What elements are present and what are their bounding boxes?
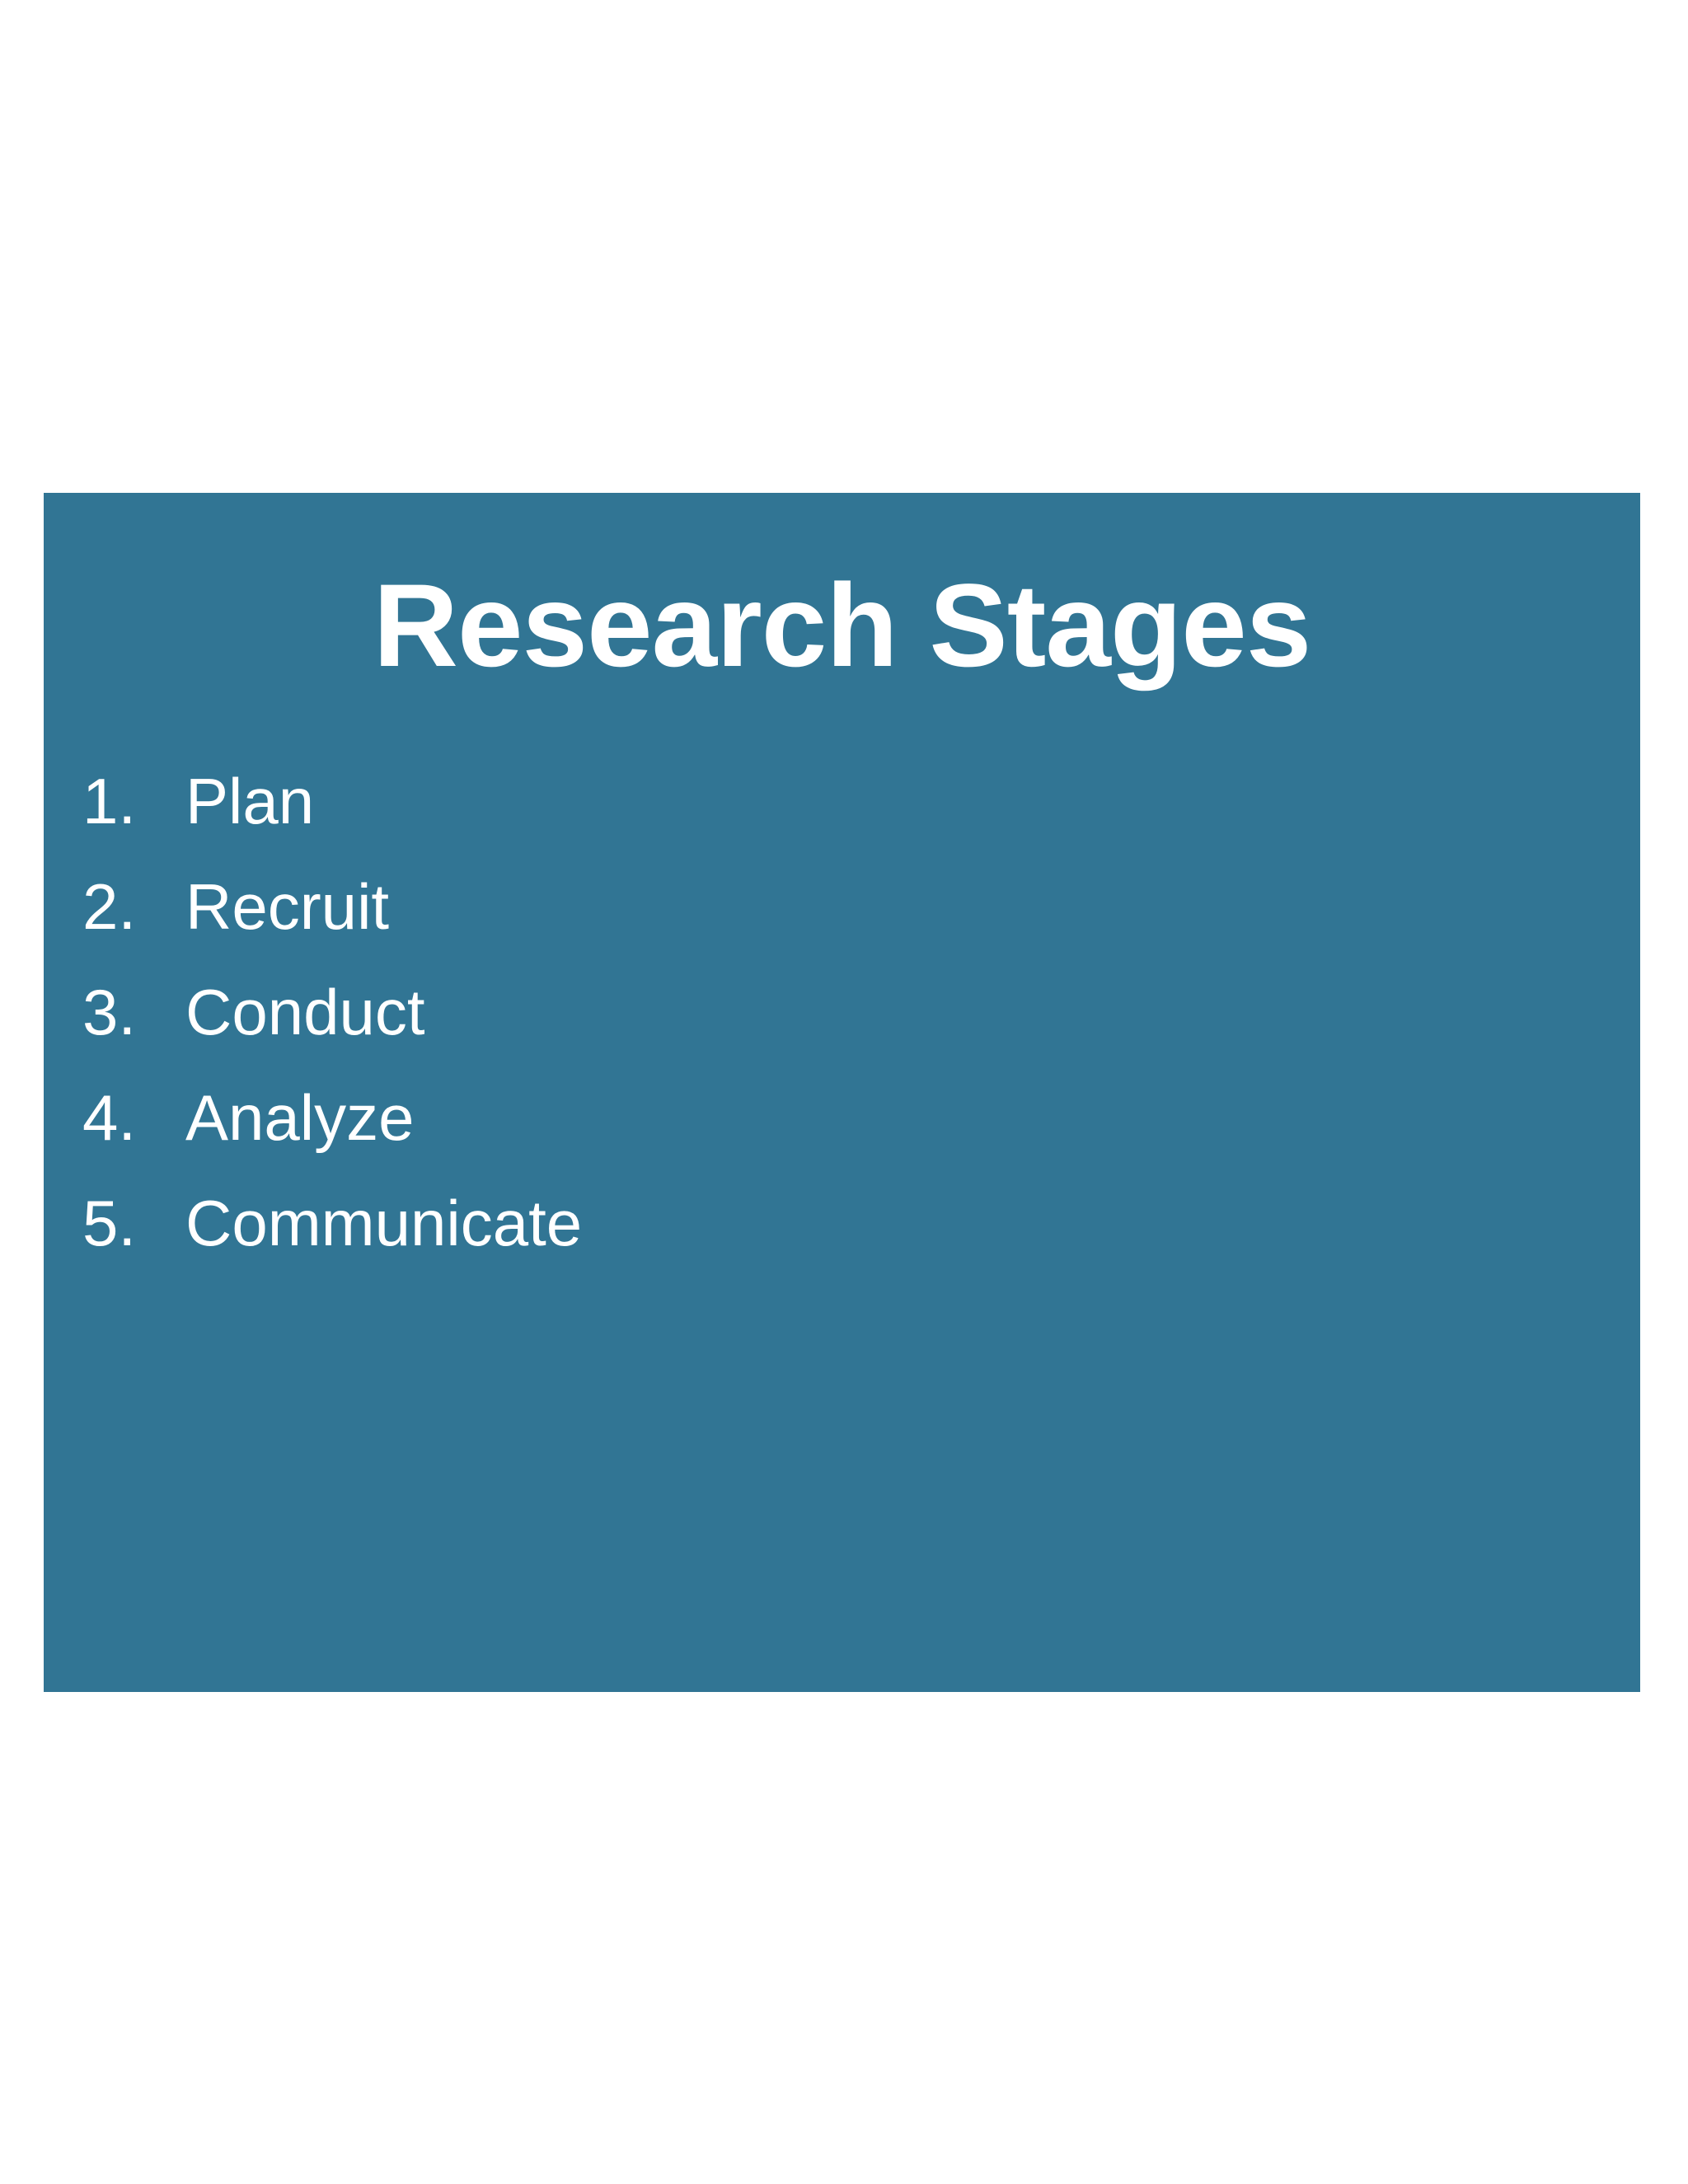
list-item-number: 5. (82, 1187, 137, 1259)
slide-content-panel: Research Stages 1. Plan 2. Recruit 3. Co… (44, 493, 1640, 1692)
list-item-label: Plan (185, 765, 315, 837)
list-item-label: Communicate (185, 1187, 583, 1259)
research-stages-list: 1. Plan 2. Recruit 3. Conduct 4. Analyze… (82, 748, 1484, 1276)
list-item: 1. Plan (82, 748, 1484, 854)
list-item-label: Recruit (185, 870, 390, 943)
page-title: Research Stages (373, 560, 1312, 691)
list-item: 5. Communicate (82, 1170, 1484, 1276)
list-item: 3. Conduct (82, 959, 1484, 1065)
list-item-number: 4. (82, 1081, 137, 1154)
list-item: 4. Analyze (82, 1065, 1484, 1170)
list-item: 2. Recruit (82, 854, 1484, 959)
list-item-number: 1. (82, 765, 137, 837)
list-item-label: Conduct (185, 976, 425, 1048)
list-item-number: 3. (82, 976, 137, 1048)
list-item-number: 2. (82, 870, 137, 943)
list-item-label: Analyze (185, 1081, 415, 1154)
